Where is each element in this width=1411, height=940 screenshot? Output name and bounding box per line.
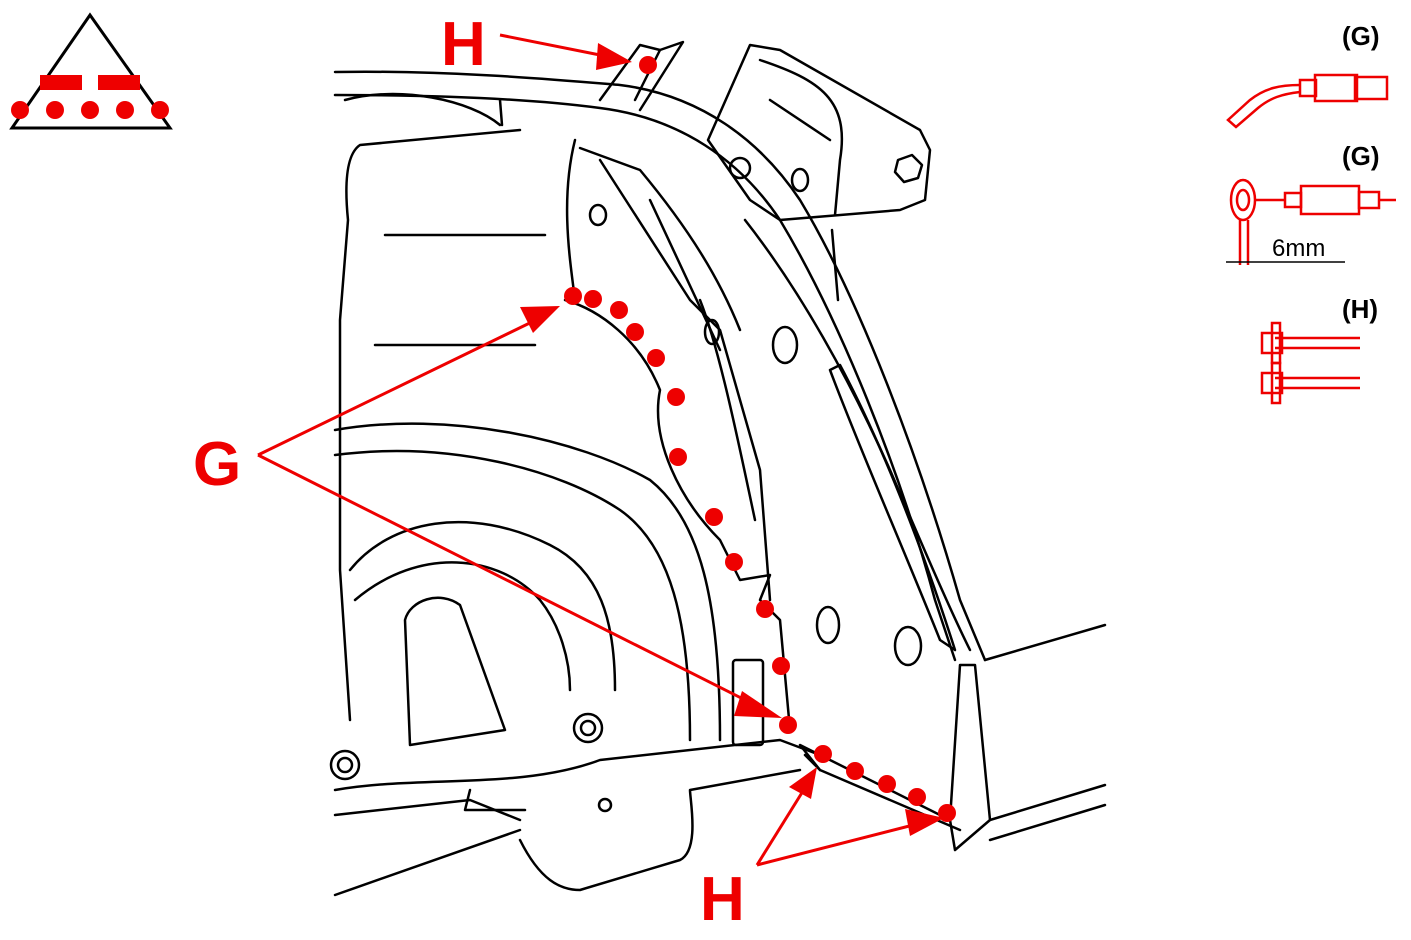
weld-spots-g <box>564 287 797 734</box>
legend-label-g1: (G) <box>1342 21 1380 51</box>
callout-h-bottom: H <box>700 865 745 934</box>
weld-symbol-icon <box>9 12 173 130</box>
legend-label-h: (H) <box>1342 294 1378 324</box>
legend-label-g2: (G) <box>1342 141 1380 171</box>
spot-welder-icon <box>1226 73 1389 129</box>
callout-g: G <box>193 430 241 499</box>
legend-dimension: 6mm <box>1272 235 1325 262</box>
callout-arrows <box>257 33 944 867</box>
weld-spots-h <box>639 56 956 822</box>
plug-welder-icon <box>1226 178 1396 265</box>
bolted-flange-icon <box>1260 321 1360 405</box>
body-panel-drawing <box>329 40 1107 897</box>
callout-h-top: H <box>441 10 486 79</box>
